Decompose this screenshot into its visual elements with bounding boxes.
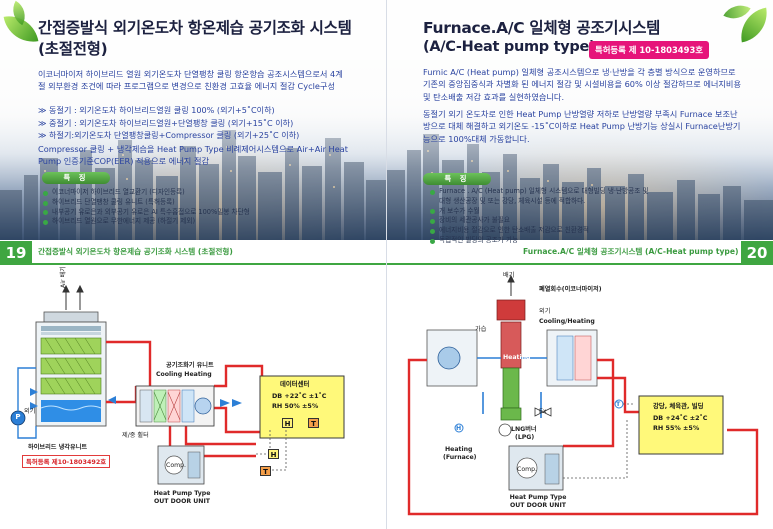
system-diagram-drawing (407, 274, 759, 516)
data-center-db: DB +22˚C ±1˚C (272, 392, 327, 400)
outdoor-unit-label: OUT DOOR UNIT (154, 498, 210, 505)
section-strip (0, 241, 386, 265)
list-item: 대형 생산공장 및 또는 강당, 체육시설 등에 적합하다. (439, 196, 586, 205)
ahu-title: 공기조화기 유니트 (166, 362, 214, 369)
furnace-label: (Furnace) (443, 454, 477, 461)
temperature-sensor: T (260, 466, 271, 476)
ahu-modes: Cooling Heating (156, 371, 212, 378)
intro-paragraph: 이코너마이저 하이브리드 열원 외기온도차 단열팽창 쿨링 항온항습 공조시스템… (38, 69, 343, 92)
exhaust-label: 배기 (503, 272, 515, 279)
page-19: 간접증발식 외기온도차 항온제습 공기조화 시스템 (초절전형) 이코너마이저 … (0, 0, 386, 529)
list-item: 하이브리드 단열팽창 쿨링 유니트 (특허등록) (42, 198, 342, 208)
section-title: Furnace.A/C 일체형 공조기시스템 (A/C-Heat pump ty… (523, 247, 739, 256)
pump-symbol: P (15, 413, 21, 421)
page-number: 19 (0, 241, 32, 265)
feature-label: 특 징 (423, 173, 491, 185)
humidity-sensor: H (282, 418, 293, 428)
page-number: 20 (741, 241, 773, 265)
page-20: Furnace.A/C 일체형 공조기시스템 (A/C-Heat pump ty… (387, 0, 773, 529)
furnace-heating-label: Heating (445, 446, 473, 453)
system-diagram: Air 배기 P 외기 하이브리드 냉각유니트 특허등록 제10-1803492… (0, 266, 386, 529)
cooling-unit-name: 하이브리드 냉각유니트 (28, 444, 88, 451)
section-strip (387, 241, 773, 265)
feature-list: Furnace . A/C (Heat pump) 일체형 시스템으로 대형빌딩… (429, 187, 729, 246)
outdoor-unit-label: OUT DOOR UNIT (510, 502, 566, 509)
compressor-label: Comp. (166, 462, 187, 469)
list-item: 독립적인 빌딩의 공조가 가능 (429, 236, 729, 246)
expansion-label: Ex (539, 408, 547, 415)
room-rh: RH 55% ±5% (653, 424, 700, 432)
system-diagram: 배기 폐열회수(이코너마이저) 외기 Cooling/Heating 가습 He… (387, 268, 773, 529)
heatpump-label: Heat Pump Type (153, 490, 211, 497)
list-item: 동절기 : 외기온도차 하이브리드열원 쿨링 100% (외기+5˚C이하) (38, 104, 368, 117)
cooling-unit-patent: 특허등록 제10-1803492호 (22, 455, 111, 468)
feature-label: 특 징 (42, 172, 110, 184)
winter-paragraph: 동절기 외기 온도차로 인한 Heat Pump 난방열량 저하로 난방열량 부… (423, 109, 741, 144)
season-mode-list: 동절기 : 외기온도차 하이브리드열원 쿨링 100% (외기+5˚C이하) 중… (38, 104, 368, 142)
outdoor-air-label: 외기 (539, 308, 551, 315)
heating-label: Heating (503, 354, 531, 361)
room-db: DB +24˚C ±2˚C (653, 414, 708, 422)
data-center-rh: RH 50% ±5% (272, 402, 319, 410)
compressor-note: Compressor 쿨링 + 냉각제습을 Heat Pump Type 비례제… (38, 144, 348, 167)
page-subtitle: (A/C-Heat pump type) (423, 39, 596, 55)
lpg-label: (LPG) (515, 434, 535, 441)
page-spine (386, 0, 387, 529)
feature-list: 이코너마이저 하이브리드 열교환기 (디자인등록) 하이브리드 단열팽창 쿨링 … (42, 188, 342, 227)
section-title: 간접증발식 외기온도차 항온제습 공기조화 시스템 (초절전형) (38, 247, 233, 256)
filter-label: 제/중 휠터 (122, 432, 149, 439)
data-center-name: 데이터센터 (280, 380, 310, 388)
temperature-sensor: T (308, 418, 319, 428)
temperature-sensor: T (616, 401, 621, 408)
list-item: 장비의 세관공사가 불필요 (429, 216, 729, 226)
humidify-label: 가습 (475, 326, 487, 333)
list-item: 에너지비용 절감으로 인한 탄소배출 저감으로 친환경적 (429, 226, 729, 236)
system-diagram-drawing (10, 284, 345, 485)
compressor-label: Comp. (517, 466, 538, 473)
list-item: 내부공기 유로은과 외부공기 유로은 AI 특수흡접으로 100%밀봉 차단형 (42, 208, 342, 218)
intro-paragraph: Furnic A/C (Heat pump) 일체형 공조시스템으로 냉·난방을… (423, 67, 741, 102)
exhaust-label: Air 배기 (60, 266, 67, 288)
list-item: 개 보수가 수월 (429, 207, 729, 217)
list-item: 중절기 : 외기온도차 하이브리드열원+단열팽창 쿨링 (외기+15˚C 이하) (38, 117, 368, 130)
page-subtitle: (초절전형) (38, 40, 108, 58)
hero-banner (387, 0, 773, 240)
recovery-label: 폐열회수(이코너마이저) (539, 286, 602, 293)
lng-burner-label: LNG버너 (511, 426, 537, 433)
humidity-sensor: H (456, 425, 462, 432)
list-item: Furnace . A/C (Heat pump) 일체형 시스템으로 대형빌딩… (429, 187, 729, 197)
heatpump-label: Heat Pump Type (509, 494, 567, 501)
list-item: 하이브리드 열원으로 무한에너지 제공 (하절기 제외) (42, 217, 342, 227)
room-name: 강당, 체육관, 빌딩 (653, 402, 704, 410)
page-title: Furnace.A/C 일체형 공조기시스템 (423, 19, 661, 37)
patent-badge: 특허등록 제 10-1803493호 (589, 41, 709, 59)
list-item: 이코너마이저 하이브리드 열교환기 (디자인등록) (42, 188, 342, 198)
outdoor-air-label: 외기 (24, 408, 36, 415)
humidity-sensor: H (268, 449, 279, 459)
list-item: 하절기:외기온도차 단열팽창쿨링+Compressor 쿨링 (외기+25˚C … (38, 129, 368, 142)
cooling-heating-label: Cooling/Heating (539, 318, 595, 325)
page-title: 간접증발식 외기온도차 항온제습 공기조화 시스템 (38, 19, 352, 37)
